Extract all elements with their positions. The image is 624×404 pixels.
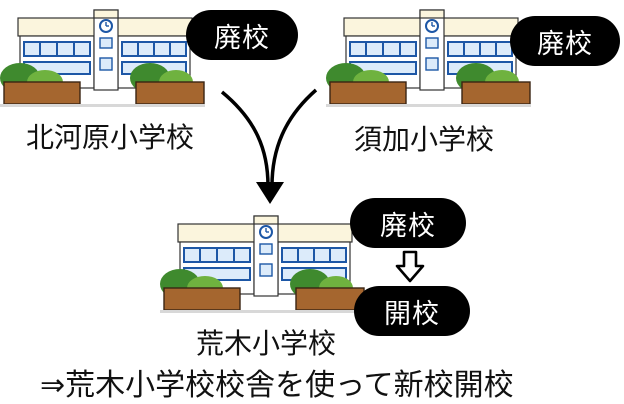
closed-badge-label: 廃校 <box>214 22 270 54</box>
merger-caption: ⇒荒木小学校校舎を使って新校開校 <box>40 368 514 403</box>
araki-school-building-icon <box>160 215 365 313</box>
closed-badge-suka: 廃校 <box>510 16 620 66</box>
kitagawara-school-name: 北河原小学校 <box>26 121 195 154</box>
arrow-from-suka <box>270 88 318 187</box>
closed-badge-kitagawara: 廃校 <box>186 10 298 60</box>
suka-school-name: 須加小学校 <box>354 123 495 156</box>
opened-badge-label: 開校 <box>384 298 440 330</box>
arrow-from-kitagawara <box>220 90 270 187</box>
closed-badge-label: 廃校 <box>380 210 436 242</box>
suka-school-building-icon <box>326 9 531 107</box>
closed-badge-araki: 廃校 <box>350 198 466 248</box>
hollow-down-arrow-icon <box>395 250 425 283</box>
kitagawara-school-building-icon <box>0 9 205 107</box>
opened-badge-araki: 開校 <box>354 286 470 336</box>
araki-school-name: 荒木小学校 <box>196 327 337 360</box>
closed-badge-label: 廃校 <box>537 28 593 60</box>
arrowhead <box>256 182 284 204</box>
